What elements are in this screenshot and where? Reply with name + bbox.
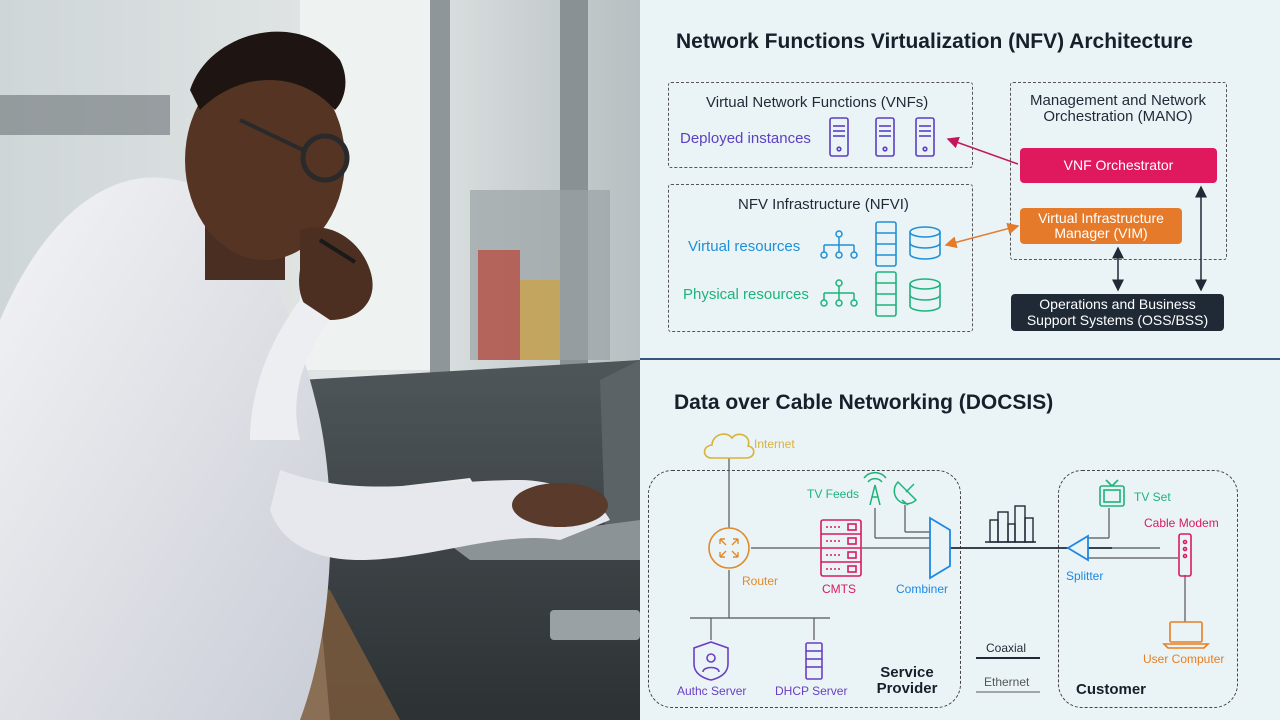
splitter-icon	[1066, 534, 1089, 562]
authc-server-label: Authc Server	[677, 684, 747, 698]
service-provider-line2: Provider	[876, 680, 938, 697]
photo-person-at-laptop	[0, 0, 640, 720]
virtual-storage-icon	[909, 226, 941, 260]
cable-modem-label: Cable Modem	[1144, 516, 1219, 530]
vim-label-line1: Virtual Infrastructure	[1038, 209, 1164, 226]
vim-box: Virtual Infrastructure Manager (VIM)	[1020, 208, 1182, 244]
vnf-orchestrator-label: VNF Orchestrator	[1063, 156, 1174, 173]
diagram-panel: Network Functions Virtualization (NFV) A…	[640, 0, 1280, 720]
vnf-server-icon-2	[875, 117, 895, 157]
combiner-label: Combiner	[896, 582, 949, 596]
cable-modem-icon	[1178, 533, 1192, 577]
dhcp-server-icon	[805, 642, 823, 680]
legend-ethernet-label: Ethernet	[984, 675, 1030, 689]
user-computer-label: User Computer	[1143, 652, 1225, 666]
antenna-tower-icon	[863, 471, 887, 506]
physical-resources-label: Physical resources	[683, 286, 809, 303]
splitter-label: Splitter	[1066, 569, 1104, 583]
mano-label-line2: Orchestration (MANO)	[1043, 108, 1193, 125]
vnf-server-icon-1	[829, 117, 849, 157]
nfv-title: Network Functions Virtualization (NFV) A…	[676, 30, 1193, 53]
diagram-graphics	[690, 117, 1210, 693]
internet-cloud-icon	[703, 433, 755, 459]
nfvi-box	[668, 184, 973, 332]
cmts-icon	[820, 519, 862, 577]
deployed-instances-label: Deployed instances	[680, 130, 811, 147]
nfvi-box-label: NFV Infrastructure (NFVI)	[738, 196, 909, 213]
router-label: Router	[742, 574, 779, 588]
vnf-orchestrator-box: VNF Orchestrator	[1020, 148, 1217, 183]
docsis-title: Data over Cable Networking (DOCSIS)	[674, 391, 1054, 414]
vnf-box-label: Virtual Network Functions (VNFs)	[706, 94, 929, 111]
section-divider	[640, 358, 1280, 360]
oss-bss-box: Operations and Business Support Systems …	[1011, 294, 1224, 331]
office-photo-illustration	[0, 0, 640, 720]
oss-label-line2: Support Systems (OSS/BSS)	[1026, 311, 1209, 328]
service-provider-line1: Service	[880, 664, 934, 681]
virtual-network-icon	[820, 230, 858, 259]
satellite-dish-icon	[893, 480, 918, 506]
router-icon	[708, 527, 750, 569]
orchestrator-to-vnf-arrow	[946, 136, 1019, 165]
service-provider-box	[648, 470, 961, 708]
vim-label-line2: Manager (VIM)	[1054, 225, 1148, 241]
physical-server-icon	[875, 271, 897, 317]
dhcp-server-label: DHCP Server	[775, 684, 848, 698]
tv-feeds-label: TV Feeds	[807, 487, 860, 501]
virtual-server-icon	[875, 221, 897, 267]
internet-label: Internet	[754, 437, 795, 451]
tv-set-icon	[1099, 479, 1125, 507]
vnf-server-icon-3	[915, 117, 935, 157]
cmts-label: CMTS	[822, 582, 856, 596]
authc-server-icon	[693, 641, 729, 681]
combiner-icon	[929, 516, 951, 580]
virtual-resources-label: Virtual resources	[688, 238, 801, 255]
tv-set-label: TV Set	[1134, 490, 1171, 504]
ethernet-lines	[690, 458, 1186, 640]
oss-label-line1: Operations and Business	[1039, 296, 1196, 313]
laptop-icon	[1162, 621, 1210, 649]
legend-coaxial-label: Coaxial	[986, 641, 1027, 655]
vim-to-nfvi-arrow	[944, 222, 1020, 249]
physical-storage-icon	[909, 278, 941, 312]
physical-network-icon	[820, 279, 858, 307]
vnf-box	[668, 82, 973, 168]
customer-label: Customer	[1076, 681, 1147, 698]
customer-box	[1058, 470, 1238, 708]
city-buildings-icon	[985, 505, 1036, 543]
mano-label-line1: Management and Network	[1030, 92, 1206, 109]
